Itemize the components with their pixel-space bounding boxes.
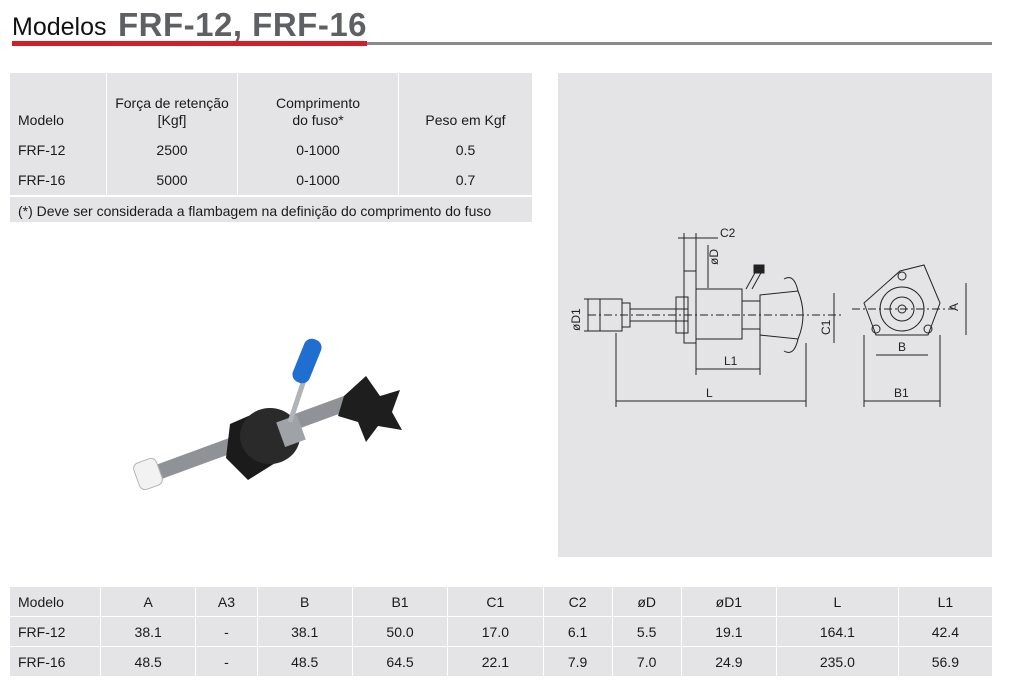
dim-cell: 50.0 (352, 616, 449, 647)
label-c2: C2 (720, 226, 736, 240)
mount-hole (871, 324, 881, 334)
spec-header-modelo: Modelo (10, 73, 107, 135)
spec-cell: 0.5 (455, 142, 476, 158)
star-knob (759, 290, 804, 340)
dim-cell: 5.5 (612, 616, 682, 647)
dim-cell: 38.1 (257, 616, 353, 647)
label-b1: B1 (894, 386, 909, 400)
dim-header: øD (612, 587, 682, 617)
spec-cell: 5000 (106, 165, 238, 196)
dim-cell: 7.9 (543, 646, 613, 676)
dim-cell: 7.0 (612, 646, 682, 676)
dim-cell: 17.0 (447, 616, 544, 647)
dimension-table-header-row: Modelo A A3 B B1 C1 C2 øD øD1 L L1 (10, 587, 992, 617)
label-l1: L1 (724, 354, 738, 368)
label-a: A (947, 303, 961, 311)
label-od: øD (707, 249, 721, 265)
flange-front-view (863, 264, 941, 336)
spec-header-forca-text: Força de retenção[Kgf] (115, 95, 229, 128)
dim-header: L1 (898, 587, 992, 617)
dim-cell: 19.1 (681, 616, 778, 647)
table-row: FRF-16 5000 0-1000 0.7 (10, 165, 532, 196)
table-row: FRF-12 2500 0-1000 0.5 (10, 135, 532, 165)
label-l: L (706, 386, 713, 400)
spec-cell: 0-1000 (237, 165, 399, 196)
nut-sleeve (276, 415, 306, 447)
spec-header-forca: Força de retenção[Kgf] (106, 73, 238, 135)
dim-header: A (100, 587, 197, 617)
dim-cell: 48.5 (100, 646, 197, 676)
table-row: FRF-16 48.5 - 48.5 64.5 22.1 7.9 7.0 24.… (10, 646, 992, 676)
dim-header: øD1 (681, 587, 778, 617)
dim-cell: 6.1 (543, 616, 613, 647)
table-row: FRF-12 38.1 - 38.1 50.0 17.0 6.1 5.5 19.… (10, 616, 992, 647)
dim-cell: 24.9 (681, 646, 778, 676)
flange-plate (675, 296, 689, 334)
dim-header: L (776, 587, 899, 617)
spec-table-header-row: Modelo Força de retenção[Kgf] Compriment… (10, 73, 532, 135)
knob-lobe (783, 338, 799, 353)
spec-cell: 0.7 (455, 172, 476, 188)
dim-cell: FRF-16 (10, 646, 101, 676)
page-title-prefix: Modelos (12, 13, 107, 41)
lever-tip (753, 264, 765, 274)
dim-cell: FRF-12 (10, 616, 101, 647)
title-divider (12, 42, 992, 45)
dim-cell: - (195, 646, 258, 676)
spec-note-row: (*) Deve ser considerada a flambagem na … (10, 195, 532, 225)
label-b: B (898, 340, 906, 354)
dim-cell: - (195, 616, 258, 647)
spec-cell: FRF-12 (10, 135, 107, 165)
dim-header: A3 (195, 587, 258, 617)
title-accent-underline (12, 41, 367, 46)
spec-cell: FRF-16 (10, 165, 107, 196)
lever (751, 270, 763, 290)
spec-cell: 2500 (106, 135, 238, 165)
dim-header: C2 (543, 587, 613, 617)
spec-table: Modelo Força de retenção[Kgf] Compriment… (10, 73, 532, 225)
dim-header: B (257, 587, 353, 617)
dim-cell: 42.4 (898, 616, 992, 647)
spec-header-peso: Peso em Kgf (425, 112, 506, 128)
product-photo (133, 338, 402, 491)
spec-footnote: (*) Deve ser considerada a flambagem na … (10, 195, 532, 225)
dim-cell: 235.0 (776, 646, 899, 676)
mount-hole (923, 324, 933, 334)
dim-header: B1 (352, 587, 449, 617)
dimension-table: Modelo A A3 B B1 C1 C2 øD øD1 L L1 FRF-1… (10, 587, 992, 676)
flange-mount (683, 270, 697, 344)
dim-header: Modelo (10, 587, 101, 617)
dim-header: C1 (447, 587, 544, 617)
lever (745, 270, 757, 290)
dim-cell: 64.5 (352, 646, 449, 676)
dim-cell: 164.1 (776, 616, 899, 647)
dim-cell: 48.5 (257, 646, 353, 676)
spec-cell: 0-1000 (237, 135, 399, 165)
page-header: Modelos FRF-12, FRF-16 (12, 4, 992, 46)
knob-lobe (783, 277, 799, 292)
technical-drawing-panel: C2 øD øD1 C1 L1 L A B (558, 73, 992, 557)
star-knob (338, 376, 402, 442)
blue-handle (292, 338, 322, 384)
mount-hole (897, 271, 907, 281)
dim-cell: 38.1 (100, 616, 197, 647)
dim-cell: 56.9 (898, 646, 992, 676)
dim-cell: 22.1 (447, 646, 544, 676)
label-c1: C1 (819, 319, 833, 335)
nut-body (695, 288, 743, 340)
page-title-models: FRF-12, FRF-16 (118, 6, 368, 43)
label-od1: øD1 (569, 308, 583, 331)
technical-drawing: C2 øD øD1 C1 L1 L A B (569, 226, 967, 407)
rod-end-cap (133, 457, 163, 491)
